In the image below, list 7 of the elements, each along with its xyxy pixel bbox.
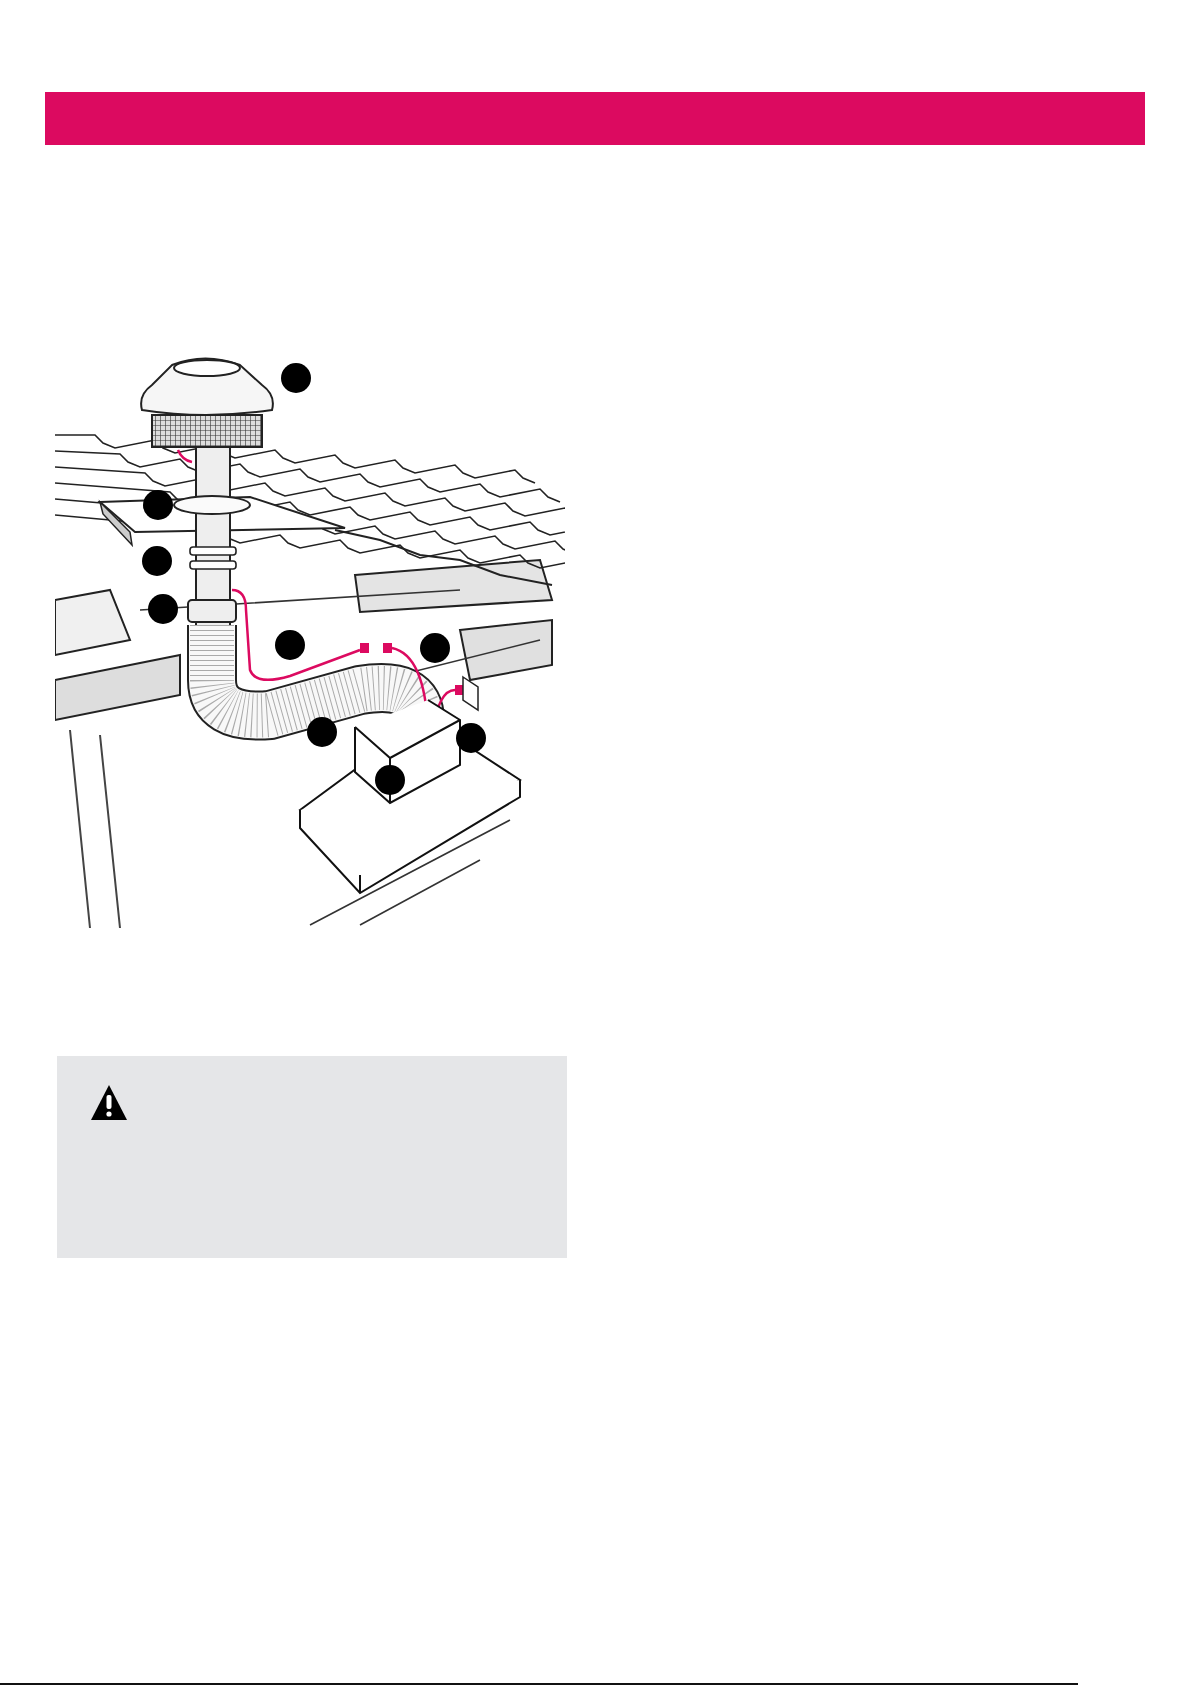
callout-marker xyxy=(307,717,337,747)
callout-marker xyxy=(420,633,450,663)
callout-marker xyxy=(456,723,486,753)
callout-marker xyxy=(148,594,178,624)
callout-marker xyxy=(281,363,311,393)
callout-marker xyxy=(142,546,172,576)
callout-marker xyxy=(275,630,305,660)
